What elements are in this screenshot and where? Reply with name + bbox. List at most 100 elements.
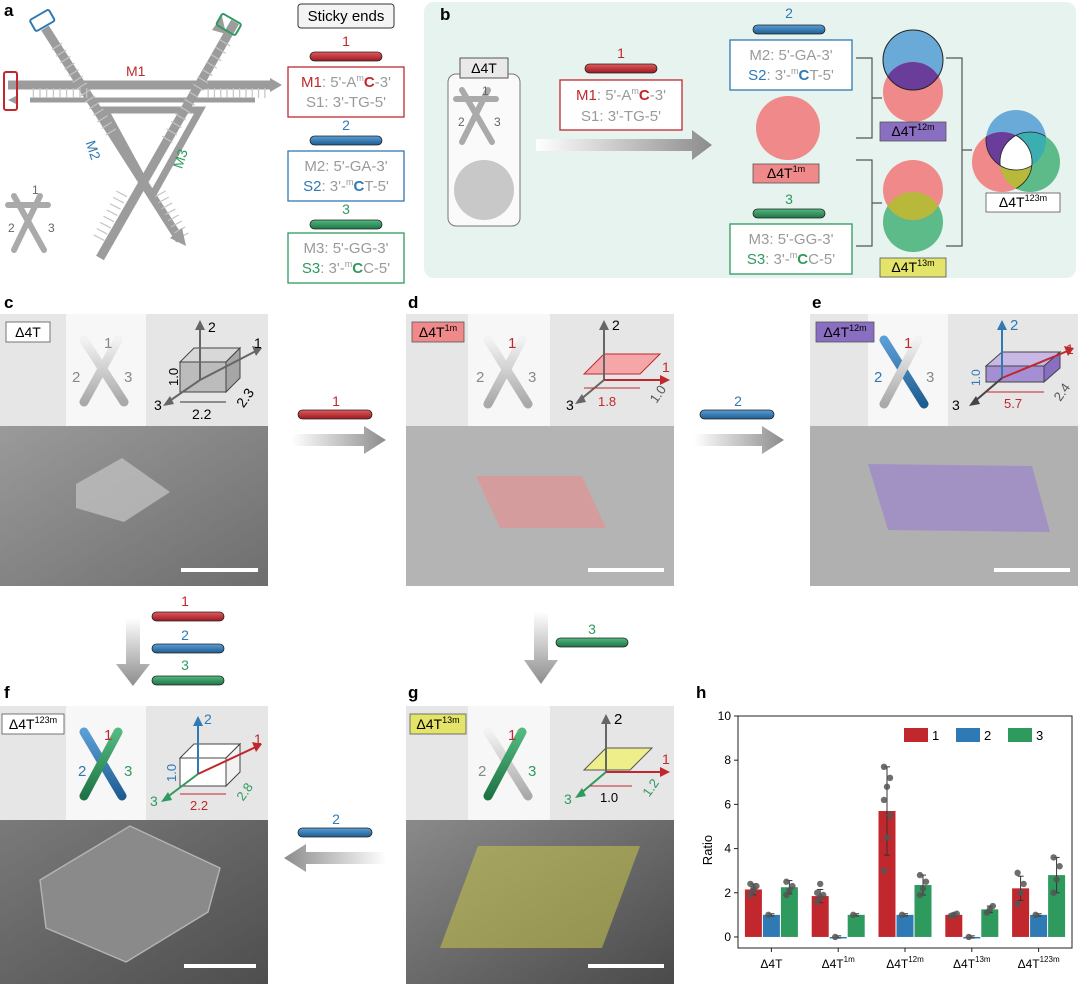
venn-123m: Δ4T123m	[972, 110, 1061, 213]
panel-h-letter: h	[696, 683, 706, 702]
svg-text:1.0: 1.0	[600, 790, 618, 805]
svg-text:S1: 3'-TG-5': S1: 3'-TG-5'	[306, 94, 386, 111]
svg-text:1: 1	[662, 359, 670, 375]
svg-text:2: 2	[342, 117, 350, 133]
svg-text:M1: 5'-AmC-3': M1: 5'-AmC-3'	[301, 73, 391, 91]
panel-d-letter: d	[408, 293, 418, 312]
sticky-end-box-3	[215, 13, 242, 36]
svg-text:M2: 5'-GA-3': M2: 5'-GA-3'	[304, 158, 387, 175]
arrow-g-f: 2	[284, 811, 386, 872]
bar	[1012, 888, 1030, 937]
bar	[945, 914, 963, 937]
sticky-end-box-1	[3, 71, 18, 111]
arrow-c-d: 1	[292, 393, 386, 454]
y-tick-label: 10	[718, 709, 732, 723]
data-point	[953, 910, 960, 917]
svg-text:2: 2	[612, 317, 620, 333]
panel-c-letter: c	[4, 293, 13, 312]
svg-text:1: 1	[332, 393, 340, 409]
svg-text:2: 2	[785, 5, 793, 21]
bar	[780, 887, 798, 937]
venn-12m: Δ4T12m	[879, 29, 947, 142]
triad-e: 1 2 3	[873, 335, 939, 409]
svg-text:2: 2	[874, 369, 882, 386]
svg-text:3: 3	[181, 657, 189, 673]
label-c: Δ4T	[15, 324, 41, 340]
x-tick-label: Δ4T12m	[886, 955, 924, 971]
data-point	[989, 902, 996, 910]
sticky-ends-title-box	[297, 3, 395, 29]
helix-rungs	[32, 39, 266, 241]
svg-text:3: 3	[564, 791, 572, 807]
data-point	[750, 885, 757, 892]
data-point	[965, 933, 972, 941]
panel-f: f Δ4T123m 1 2 3 2 1 3 1.0 2.2 2.8	[0, 683, 268, 984]
svg-text:1.0: 1.0	[164, 764, 179, 782]
svg-text:Δ4T13m: Δ4T13m	[891, 258, 934, 275]
venn-13m: Δ4T13m	[879, 160, 947, 278]
x-tick-label: Δ4T1m	[822, 955, 855, 971]
svg-text:1: 1	[904, 335, 912, 352]
pink-circle	[756, 96, 820, 160]
triad-c: 1 2 3	[67, 335, 135, 407]
legend-label: 2	[984, 728, 991, 743]
strand-label-m3: M3	[170, 147, 191, 171]
y-tick-label: 6	[724, 797, 731, 811]
svg-text:2: 2	[1010, 317, 1018, 334]
arrow-d-g: 3	[524, 612, 629, 684]
mini-num-3: 3	[48, 221, 55, 235]
data-point	[814, 889, 821, 896]
data-point	[789, 882, 796, 890]
panel-e: e Δ4T12m 1 2 3 2 1 3 1.0 5.7 2.4	[810, 293, 1078, 586]
data-point	[886, 812, 894, 819]
svg-text:2: 2	[72, 369, 80, 386]
panel-d: d Δ4T1m 1 2 3 2 1 3 1.8 1.0	[406, 293, 674, 586]
svg-text:2: 2	[458, 115, 465, 129]
panel-b-letter: b	[440, 5, 450, 24]
data-point	[919, 885, 927, 892]
data-point	[817, 880, 824, 888]
svg-text:1: 1	[342, 33, 350, 49]
data-point	[1050, 854, 1057, 861]
chart-ylabel: Ratio	[700, 835, 715, 865]
data-point	[1053, 876, 1060, 883]
svg-text:5.7: 5.7	[1004, 396, 1022, 411]
legend-swatch	[904, 728, 928, 742]
data-point	[1017, 889, 1024, 896]
svg-text:2: 2	[181, 627, 189, 643]
bar	[878, 811, 896, 937]
data-point	[880, 867, 888, 874]
bar	[811, 896, 829, 937]
data-point	[1020, 880, 1027, 888]
svg-text:3: 3	[926, 369, 934, 386]
data-point	[916, 871, 924, 879]
data-point	[916, 891, 924, 899]
strand-arrows	[8, 16, 282, 246]
panel-f-letter: f	[4, 683, 10, 702]
svg-text:S2: 3'-mCT-5': S2: 3'-mCT-5'	[303, 177, 389, 195]
svg-text:3: 3	[566, 397, 574, 413]
svg-text:Δ4T123m: Δ4T123m	[999, 193, 1047, 210]
main-arrow	[536, 130, 712, 160]
svg-text:3: 3	[785, 191, 793, 207]
svg-text:2: 2	[476, 369, 484, 386]
svg-text:2: 2	[478, 763, 486, 780]
svg-text:2.2: 2.2	[192, 406, 212, 422]
svg-text:1: 1	[482, 84, 489, 98]
panel-g-letter: g	[408, 683, 418, 702]
mini-triad-a: 1 2 3	[5, 183, 55, 253]
svg-text:M3: 5'-GG-3': M3: 5'-GG-3'	[304, 240, 389, 257]
data-point	[898, 911, 906, 919]
svg-text:2: 2	[204, 711, 212, 727]
box-f: 2 1 3 1.0 2.2 2.8	[150, 711, 262, 813]
panel-e-letter: e	[812, 293, 821, 312]
y-tick-label: 2	[724, 886, 731, 900]
data-point	[922, 878, 930, 885]
svg-text:3: 3	[528, 369, 536, 386]
svg-text:1: 1	[254, 335, 262, 351]
data-point	[1014, 869, 1021, 877]
data-point	[765, 911, 772, 919]
sticky-end-2: 2 M2: 5'-GA-3' S2: 3'-mCT-5'	[287, 117, 405, 202]
